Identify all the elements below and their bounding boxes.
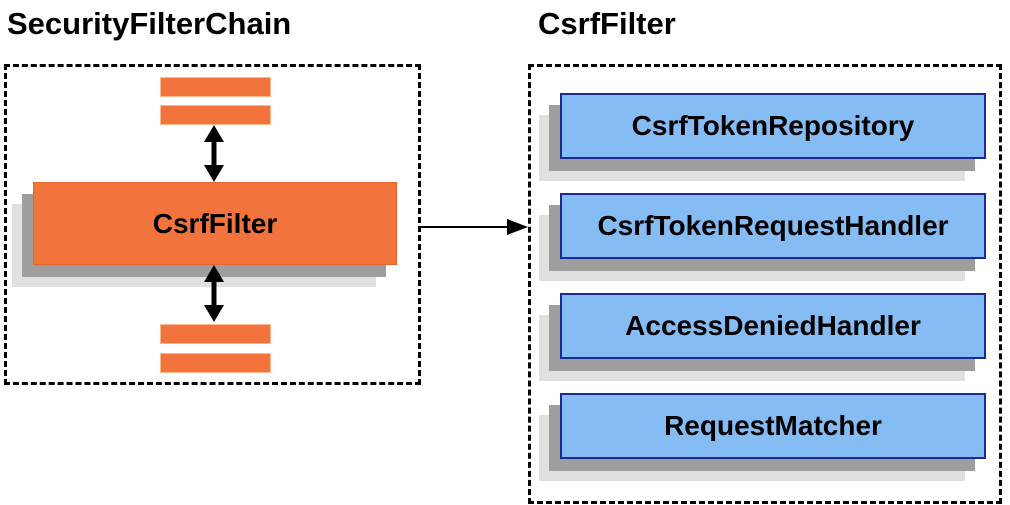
security-filter-chain-panel: CsrfFilter (4, 64, 421, 385)
double-arrow-top-icon (204, 125, 224, 182)
component-label: CsrfTokenRequestHandler (560, 193, 986, 259)
chain-filter-bar-bottom-2 (160, 353, 271, 373)
flow-arrow-icon (421, 219, 528, 235)
chain-filter-bar-bottom-1 (160, 324, 271, 344)
component-box-csrf-token-repository: CsrfTokenRepository (560, 93, 986, 159)
chain-filter-bar-top-2 (160, 105, 271, 125)
csrf-filter-title: CsrfFilter (538, 6, 676, 41)
csrf-filter-panel: CsrfTokenRepository CsrfTokenRequestHand… (528, 64, 1002, 504)
csrf-filter-box: CsrfFilter (33, 182, 397, 265)
component-label: RequestMatcher (560, 393, 986, 459)
chain-filter-bar-top-1 (160, 77, 271, 97)
component-label: AccessDeniedHandler (560, 293, 986, 359)
component-box-csrf-token-request-handler: CsrfTokenRequestHandler (560, 193, 986, 259)
component-box-request-matcher: RequestMatcher (560, 393, 986, 459)
security-filter-chain-title: SecurityFilterChain (7, 6, 292, 41)
csrf-filter-box-label: CsrfFilter (33, 182, 397, 265)
component-label: CsrfTokenRepository (560, 93, 986, 159)
component-box-access-denied-handler: AccessDeniedHandler (560, 293, 986, 359)
double-arrow-bottom-icon (204, 265, 224, 322)
